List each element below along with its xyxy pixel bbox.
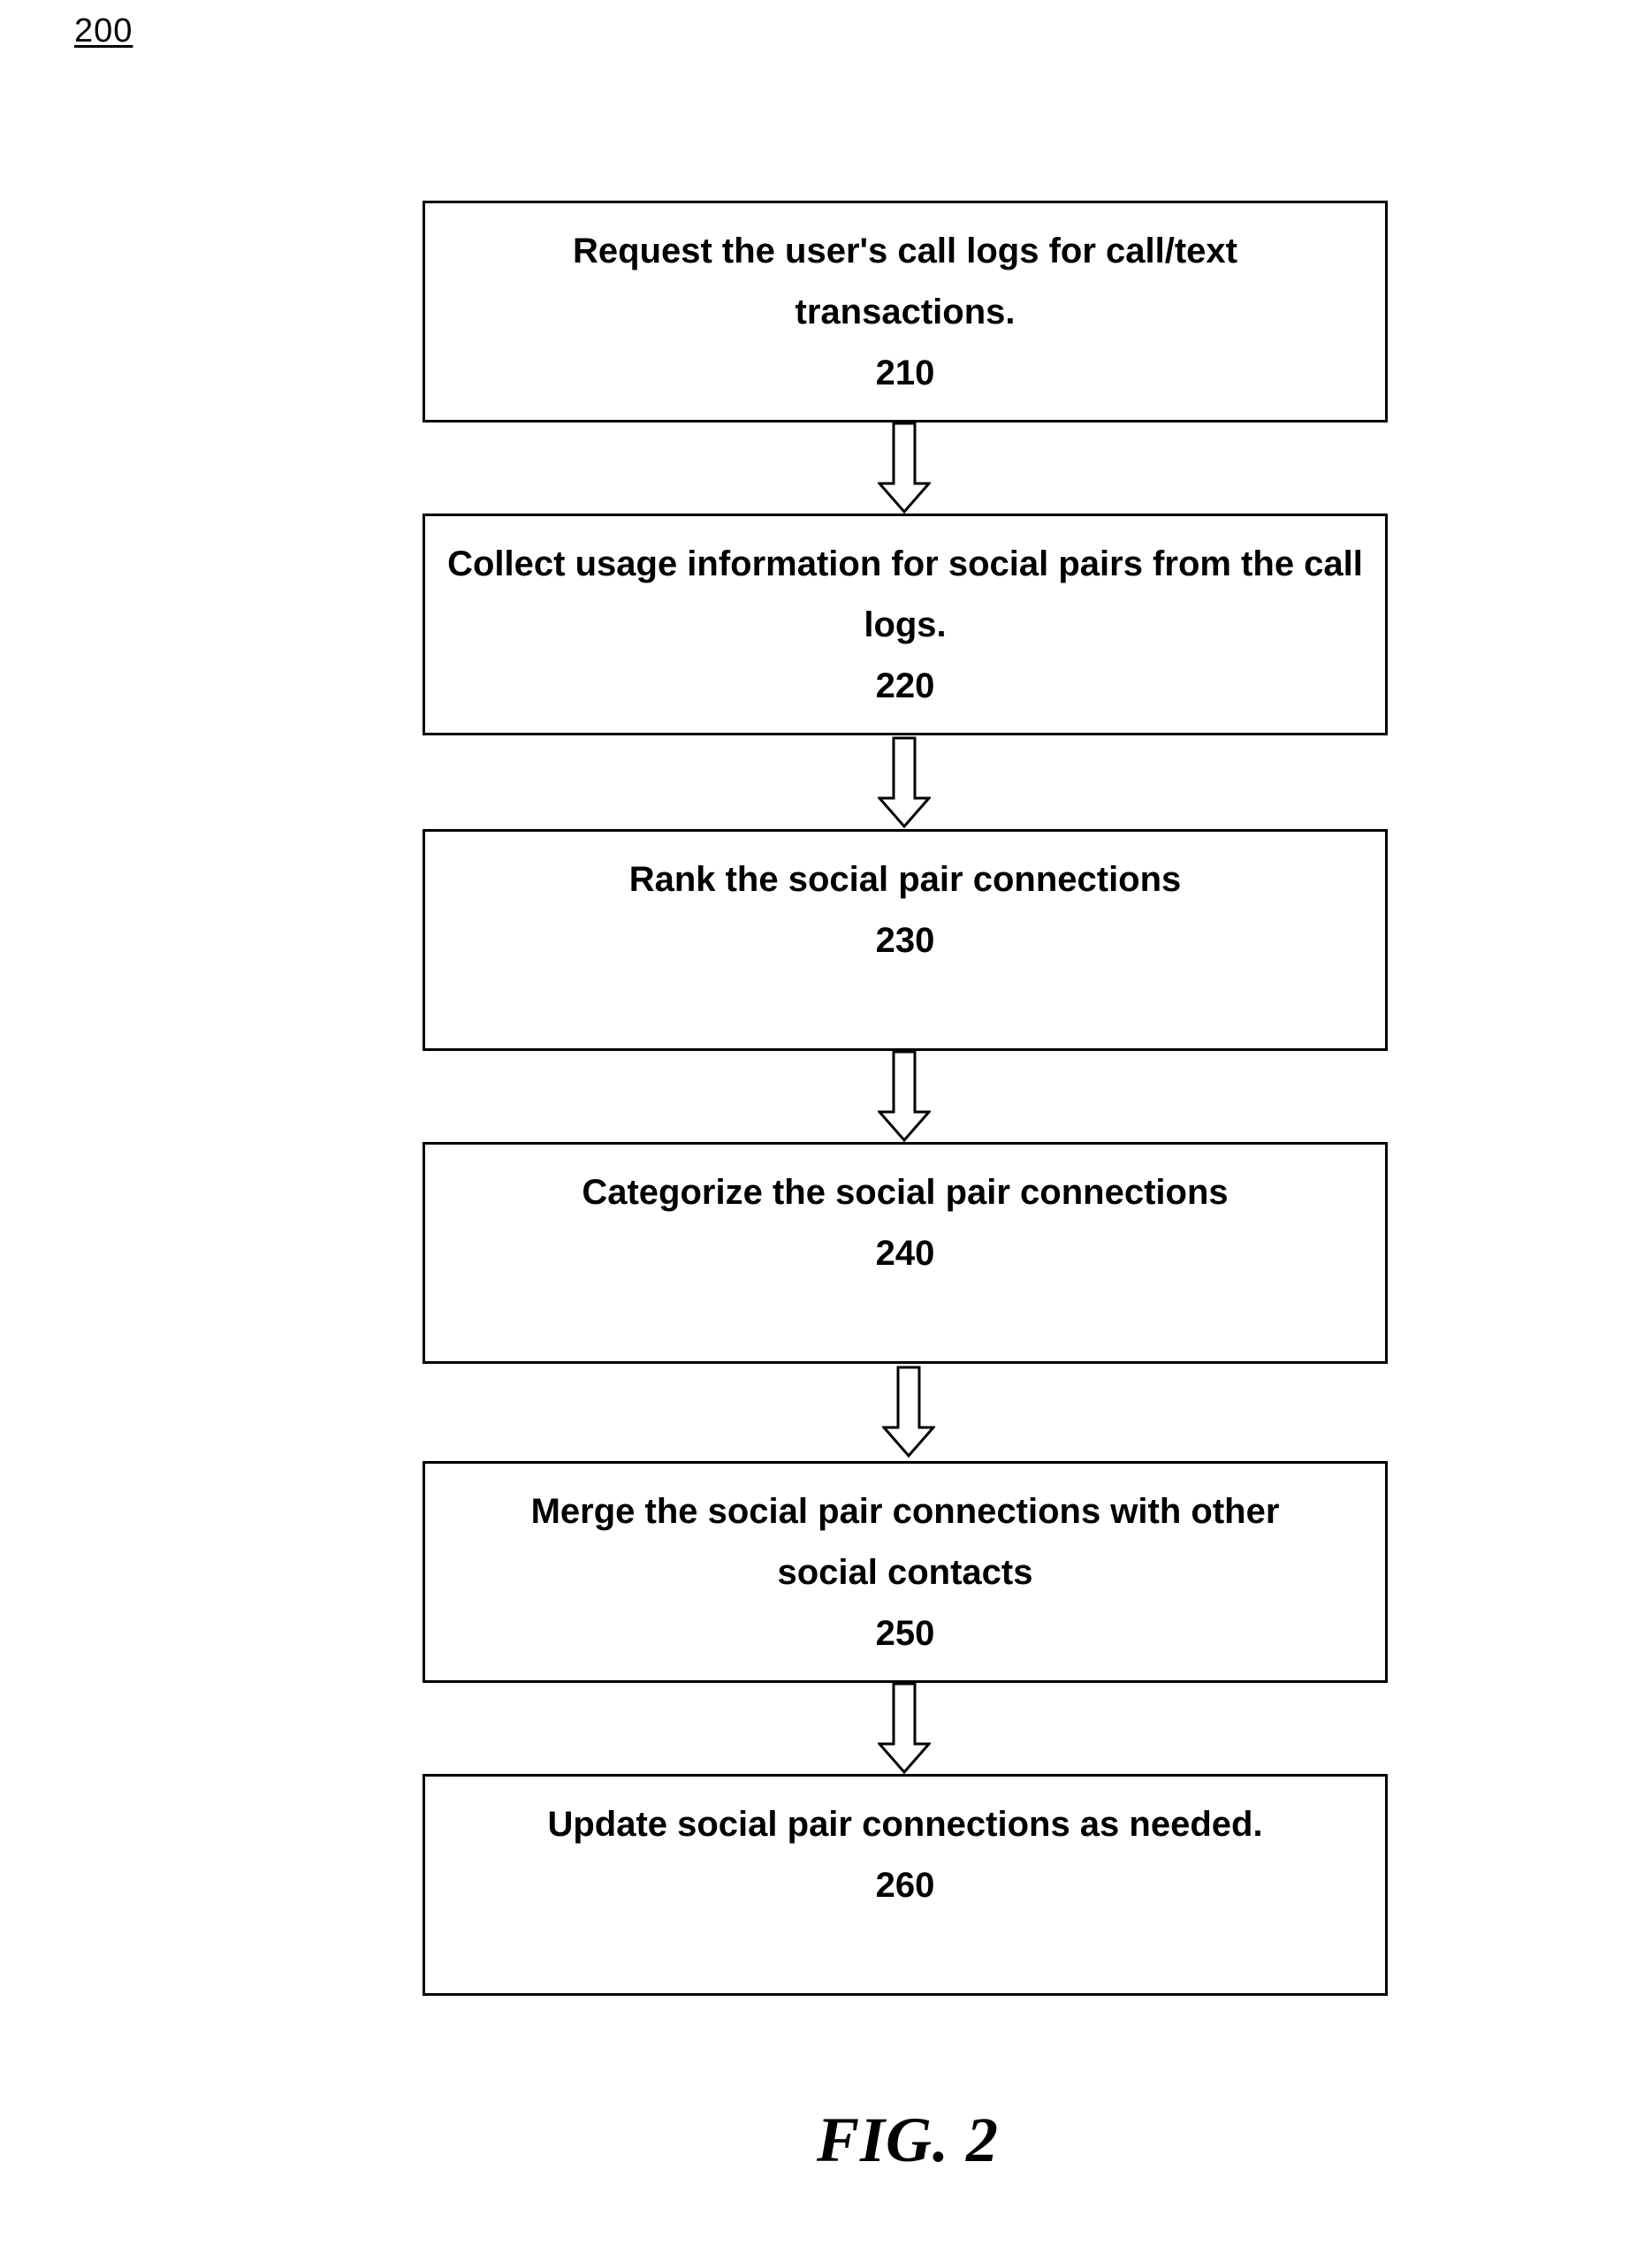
step-number: 240 — [446, 1223, 1364, 1284]
step-text: Request the user's call logs for call/te… — [446, 221, 1364, 343]
step-box-220: Collect usage information for social pai… — [423, 514, 1388, 735]
step-box-210: Request the user's call logs for call/te… — [423, 201, 1388, 422]
step-box-250: Merge the social pair connections with o… — [423, 1461, 1388, 1683]
step-number: 210 — [446, 343, 1364, 404]
step-number: 220 — [446, 656, 1364, 717]
step-number: 260 — [446, 1855, 1364, 1916]
step-text: Categorize the social pair connections — [446, 1162, 1364, 1223]
down-arrow-icon — [878, 1050, 931, 1142]
down-arrow-icon — [882, 1366, 935, 1458]
down-arrow-icon — [878, 1682, 931, 1774]
step-box-260: Update social pair connections as needed… — [423, 1774, 1388, 1996]
down-arrow-icon — [878, 736, 931, 828]
step-text: Collect usage information for social pai… — [446, 534, 1364, 656]
step-number: 230 — [446, 910, 1364, 971]
step-text: Update social pair connections as needed… — [446, 1794, 1364, 1855]
down-arrow-icon — [878, 422, 931, 514]
step-box-240: Categorize the social pair connections 2… — [423, 1142, 1388, 1364]
step-text: Merge the social pair connections with o… — [446, 1481, 1364, 1603]
step-text: Rank the social pair connections — [446, 849, 1364, 910]
figure-caption: FIG. 2 — [0, 2104, 1652, 2177]
step-box-230: Rank the social pair connections 230 — [423, 829, 1388, 1051]
figure-reference-number: 200 — [74, 12, 133, 50]
step-number: 250 — [446, 1603, 1364, 1664]
